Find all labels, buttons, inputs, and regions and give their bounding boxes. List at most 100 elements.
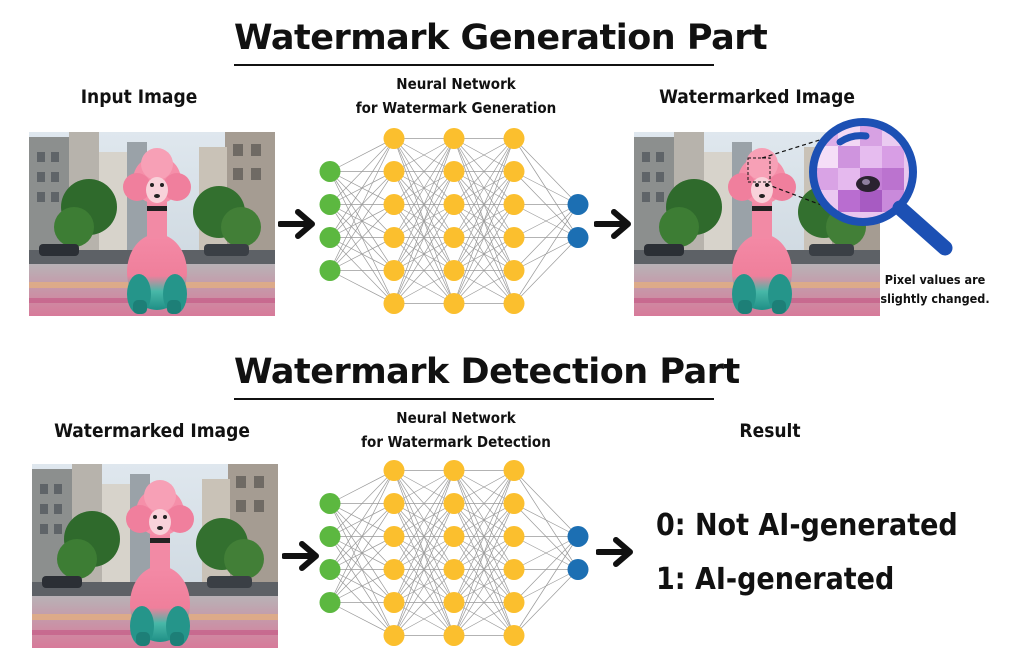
detection-network-edge [513, 503, 579, 537]
generation-network-hidden-node [383, 260, 405, 281]
right-arrow-icon [282, 541, 319, 571]
detection-network-hidden-node [443, 493, 465, 514]
detection-network-edge [329, 536, 395, 603]
generation-network-hidden-node [383, 227, 405, 248]
generation-network-output-node [567, 227, 589, 248]
generation-network-hidden-node [503, 161, 525, 182]
generation-network-edge [453, 171, 515, 304]
generation-network-edge [329, 237, 395, 271]
right-arrow-icon [594, 209, 631, 239]
detection-network-hidden-node [503, 592, 525, 613]
generation-network [319, 128, 589, 314]
detection-network-hidden-node [383, 460, 405, 481]
detection-network-edge [513, 536, 579, 570]
detection-network-edge [329, 470, 395, 537]
generation-title-underline [234, 64, 714, 66]
generation-network-edge [453, 138, 515, 205]
detection-network-edge [453, 470, 515, 537]
detection-network-edge [453, 470, 515, 570]
generation-network-edge [513, 204, 579, 271]
detection-network-edge [329, 470, 395, 570]
generation-network-label-line2: for Watermark Generation [355, 99, 557, 117]
detection-network-edge [393, 470, 455, 636]
detection-network-edge [513, 569, 579, 636]
detection-network-edge [393, 470, 455, 570]
generation-network-hidden-node [383, 161, 405, 182]
generation-network-edge [393, 138, 455, 304]
generation-network-edge [453, 138, 515, 304]
generation-network-input-node [319, 194, 341, 215]
generation-network-edge [513, 237, 579, 304]
input-image [29, 132, 275, 316]
detection-network-edge [329, 569, 395, 603]
generation-network-edge [393, 270, 455, 304]
detection-network-edge [453, 470, 515, 636]
generation-network-edge [453, 270, 515, 304]
detection-network-hidden-node [503, 526, 525, 547]
generation-network-edge [453, 204, 515, 304]
generation-network-hidden-node [503, 194, 525, 215]
generation-network-hidden-node [443, 227, 465, 248]
detection-network-input-node [319, 559, 341, 580]
right-arrow-icon [278, 209, 315, 239]
detection-network-edge [393, 536, 455, 636]
pixel-change-note: Pixel values are slightly changed. [880, 270, 989, 308]
detection-network-edge [329, 503, 395, 603]
detection-network-edge [393, 470, 455, 537]
detection-network-edge [453, 503, 515, 636]
detection-network-edge [453, 536, 515, 636]
detection-network-input-node [319, 592, 341, 613]
detection-network-hidden-node [443, 592, 465, 613]
detection-network-edge [453, 470, 515, 504]
generation-network-edge [453, 237, 515, 304]
generation-network-hidden-node [443, 128, 465, 149]
detection-network-label: Neural Network for Watermark Detection [361, 406, 551, 454]
generation-network-edge [453, 138, 515, 172]
generation-network-edge [393, 138, 455, 271]
detection-network-output-node [567, 526, 589, 547]
generation-network-edge [329, 204, 395, 271]
result-label: Result [739, 420, 801, 442]
detection-title-underline [234, 398, 714, 400]
generation-network-edge [329, 171, 395, 271]
generation-network-edge [513, 138, 579, 205]
generation-network-edge [513, 204, 579, 304]
detection-network-output-node [567, 559, 589, 580]
detection-network-hidden-node [503, 559, 525, 580]
detection-network-hidden-node [503, 460, 525, 481]
generation-network-edge [513, 204, 579, 238]
generation-network-edge [513, 171, 579, 205]
generation-network-edge [329, 138, 395, 238]
generation-network-hidden-node [383, 128, 405, 149]
generation-network-edge [329, 138, 395, 205]
generation-network-hidden-node [503, 293, 525, 314]
generation-network-edge [453, 138, 515, 238]
detection-network-hidden-node [443, 625, 465, 646]
detection-network [319, 460, 589, 646]
generation-network-edge [329, 270, 395, 304]
detection-network-hidden-node [443, 526, 465, 547]
generation-network-edge [329, 138, 395, 271]
detection-network-hidden-node [503, 493, 525, 514]
generation-network-label: Neural Network for Watermark Generation [356, 72, 556, 120]
detection-network-edge [513, 536, 579, 603]
generation-network-edge [393, 237, 455, 304]
generation-network-hidden-node [383, 293, 405, 314]
generation-network-hidden-node [503, 227, 525, 248]
detection-network-hidden-node [383, 526, 405, 547]
pixel-change-note-line1: Pixel values are [884, 272, 986, 287]
generation-network-hidden-node [443, 260, 465, 281]
detection-network-hidden-node [383, 592, 405, 613]
pixel-change-note-line2: slightly changed. [880, 291, 990, 306]
generation-network-edge [393, 171, 455, 304]
detection-network-input-node [319, 526, 341, 547]
generation-network-input-node [319, 227, 341, 248]
detection-network-input-node [319, 493, 341, 514]
detection-network-edge [393, 602, 455, 636]
detection-network-edge [329, 470, 395, 603]
detection-network-edge [393, 470, 455, 504]
generation-network-input-node [319, 161, 341, 182]
generation-network-edge [329, 138, 395, 172]
detection-network-edge [329, 602, 395, 636]
detection-network-hidden-node [383, 625, 405, 646]
